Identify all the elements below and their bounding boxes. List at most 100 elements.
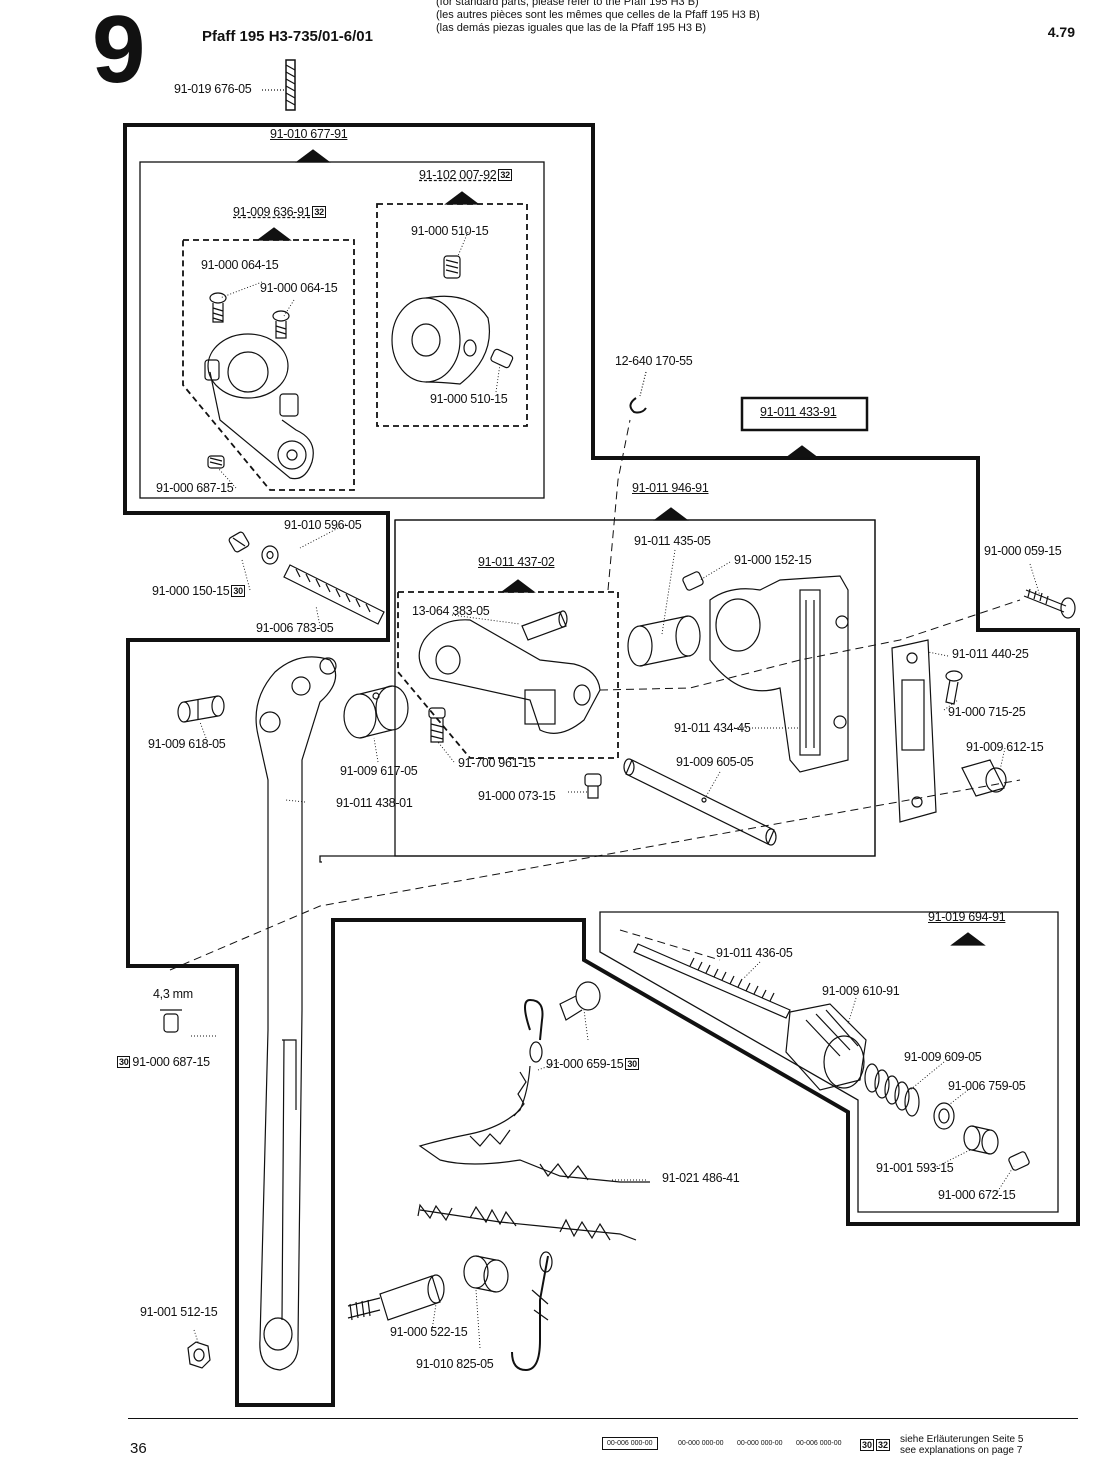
top-threaded-rod: [285, 59, 296, 111]
screw-073: [584, 773, 602, 799]
group-frame-694: [599, 911, 1059, 1213]
label-486: 91-021 486-41: [662, 1171, 740, 1185]
label-825: 91-010 825-05: [416, 1357, 494, 1371]
label-438: 91-011 438-01: [336, 796, 413, 810]
label-605: 91-009 605-05: [676, 755, 754, 769]
model-title: Pfaff 195 H3-735/01-6/01: [202, 28, 373, 45]
screw-064-a: [209, 292, 227, 323]
bushing-825: [463, 1255, 509, 1293]
set-screw-510-bottom: [490, 348, 514, 369]
explanation-box-30: 30: [231, 585, 245, 597]
label-961: 91-700 961-15: [458, 756, 536, 770]
label-434: 91-011 434-45: [674, 721, 751, 735]
screw-672: [1008, 1151, 1030, 1171]
note-spanish: (las demás piezas iguales que las de la …: [436, 22, 707, 34]
page-code: 4.79: [1047, 24, 1075, 40]
label-064-b: 91-000 064-15: [260, 281, 338, 295]
label-152: 91-000 152-15: [734, 553, 812, 567]
label-596: 91-010 596-05: [284, 518, 362, 532]
label-617: 91-009 617-05: [340, 764, 418, 778]
footer-code-box: 00-006 000-00: [602, 1437, 658, 1450]
explanation-box-30: 30: [860, 1439, 875, 1451]
guide-block-434: [709, 575, 849, 773]
footer-note-english: see explanations on page 7: [900, 1445, 1023, 1456]
pin-13064: [521, 610, 568, 641]
set-screw-510-top: [443, 255, 461, 279]
collar-ring: [391, 295, 490, 385]
footer-note: siehe Erläuterungen Seite 5 see explanat…: [900, 1434, 1023, 1456]
label-440: 91-011 440-25: [952, 647, 1029, 661]
label-13064: 13-064 383-05: [412, 604, 490, 618]
note-english: (for standard parts, please refer to the…: [436, 0, 699, 8]
label-436: 91-011 436-05: [716, 946, 793, 960]
spring-609: [864, 1063, 920, 1117]
label-073: 91-000 073-15: [478, 789, 556, 803]
footer-code-2: 00-000 000-00: [737, 1440, 783, 1447]
label-435: 91-011 435-05: [634, 534, 711, 548]
label-510-top: 91-000 510-15: [411, 224, 489, 238]
hook-upper: [524, 998, 544, 1063]
clamp-lever: [204, 333, 314, 480]
section-number: 9: [92, 0, 146, 103]
box-433-91: [740, 396, 869, 432]
explanation-box-32: 32: [876, 1439, 891, 1451]
explanation-box-30: 30: [117, 1056, 131, 1068]
explanation-box-32: 32: [498, 169, 512, 181]
bushing-617: [343, 685, 409, 739]
label-064-a: 91-000 064-15: [201, 258, 279, 272]
explanation-box-30: 30: [625, 1058, 639, 1070]
knob-610: [785, 1003, 867, 1091]
label-433: 91-011 433-91: [760, 405, 837, 419]
adjusting-screw-687: [160, 1009, 182, 1033]
bushing-612: [961, 759, 1007, 797]
spring-rod-436: [633, 943, 791, 1019]
subassembly-box-437: [397, 591, 619, 759]
hook-lower: [511, 1251, 553, 1372]
footer-note-german: siehe Erläuterungen Seite 5: [900, 1434, 1024, 1445]
label-759: 91-006 759-05: [948, 1079, 1026, 1093]
bushing-435: [627, 615, 701, 667]
bolt-522: [347, 1274, 445, 1321]
label-715: 91-000 715-25: [948, 705, 1026, 719]
label-522: 91-000 522-15: [390, 1325, 468, 1339]
label-43mm: 4,3 mm: [153, 987, 193, 1001]
label-694: 91-019 694-91: [928, 910, 1006, 924]
screw-064-b: [272, 310, 290, 339]
long-lever-arm: [255, 656, 337, 1371]
bolt-659: [559, 981, 601, 1021]
retaining-ring: [629, 397, 647, 414]
label-612: 91-009 612-15: [966, 740, 1044, 754]
screw-059: [1023, 588, 1076, 619]
washer-596: [261, 545, 279, 565]
screw-961: [428, 707, 446, 743]
label-group-677: 91-010 677-91: [270, 127, 348, 141]
group-frame-1: [139, 161, 545, 499]
label-609: 91-009 609-05: [904, 1050, 982, 1064]
subassembly-box-left: [182, 239, 355, 491]
label-672: 91-000 672-15: [938, 1188, 1016, 1202]
nut-593: [963, 1125, 999, 1155]
label-top-screw: 91-019 676-05: [174, 82, 252, 96]
screw-715: [945, 670, 963, 705]
footer-code-3: 00-006 000-00: [796, 1440, 842, 1447]
page-number: 36: [130, 1440, 147, 1457]
label-610: 91-009 610-91: [822, 984, 900, 998]
needle-plate-440: [891, 639, 937, 823]
washer-759: [933, 1102, 955, 1130]
label-512: 91-001 512-15: [140, 1305, 218, 1319]
pin-618: [177, 695, 225, 723]
label-687-a: 91-000 687-15: [156, 481, 234, 495]
label-510-bottom: 91-000 510-15: [430, 392, 508, 406]
footer-code-1: 00-000 000-00: [678, 1440, 724, 1447]
label-12640: 12-640 170-55: [615, 354, 693, 368]
shaft-783: [283, 564, 385, 625]
label-618: 91-009 618-05: [148, 737, 226, 751]
label-593: 91-001 593-15: [876, 1161, 954, 1175]
